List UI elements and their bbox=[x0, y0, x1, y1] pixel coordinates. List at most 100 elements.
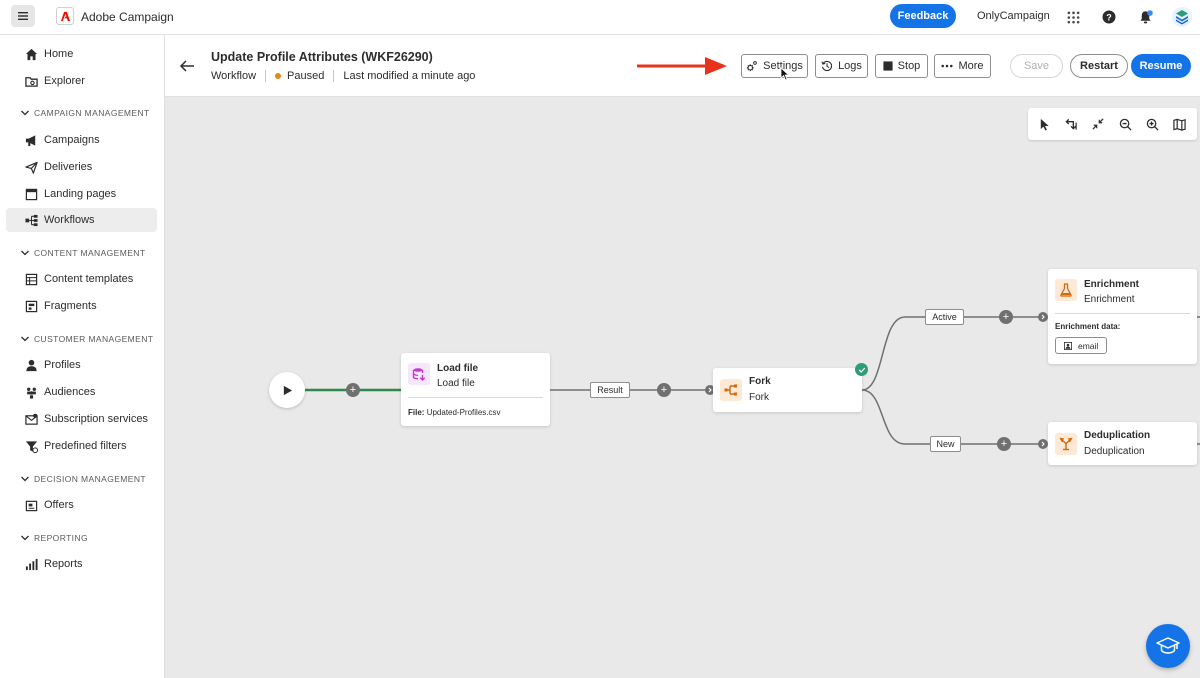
settings-button[interactable]: Settings bbox=[741, 54, 808, 78]
history-icon bbox=[821, 60, 833, 72]
result-transition-label[interactable]: Result bbox=[590, 382, 630, 398]
page-title: Update Profile Attributes (WKF26290) bbox=[211, 50, 433, 64]
mouse-cursor-icon bbox=[780, 67, 790, 81]
sidebar-item-audiences[interactable]: Audiences bbox=[6, 380, 157, 404]
node-subtitle: Deduplication bbox=[1084, 446, 1145, 457]
minimap-icon[interactable] bbox=[1171, 116, 1187, 132]
sidebar-item-label: Subscription services bbox=[44, 413, 148, 425]
resume-button[interactable]: Resume bbox=[1131, 54, 1191, 78]
sidebar: Home Explorer CAMPAIGN MANAGEMENT Campai… bbox=[0, 35, 165, 678]
last-modified: Last modified a minute ago bbox=[343, 70, 476, 82]
select-pointer-icon[interactable] bbox=[1036, 116, 1052, 132]
template-icon bbox=[24, 272, 38, 286]
sidebar-item-landing-pages[interactable]: Landing pages bbox=[6, 182, 157, 206]
stop-label: Stop bbox=[897, 60, 921, 72]
success-check-icon bbox=[855, 363, 868, 376]
app-title[interactable]: Adobe Campaign bbox=[81, 10, 174, 24]
home-icon bbox=[24, 47, 38, 61]
adobe-logo-icon[interactable] bbox=[56, 7, 74, 25]
help-icon[interactable]: ? bbox=[1099, 7, 1119, 27]
add-activity-button[interactable]: + bbox=[346, 383, 360, 397]
subscription-icon bbox=[24, 412, 38, 426]
restart-button[interactable]: Restart bbox=[1070, 54, 1128, 78]
status-dot bbox=[275, 73, 282, 79]
sidebar-item-label: Offers bbox=[44, 499, 74, 511]
deduplication-icon bbox=[1055, 433, 1077, 455]
zoom-in-icon[interactable] bbox=[1144, 116, 1160, 132]
add-activity-button[interactable]: + bbox=[997, 437, 1011, 451]
top-bar: Adobe Campaign Feedback OnlyCampaign ? bbox=[0, 0, 1200, 35]
new-transition-label[interactable]: New bbox=[930, 436, 961, 452]
chevron-down-icon bbox=[21, 336, 29, 342]
sidebar-item-reports[interactable]: Reports bbox=[6, 552, 157, 576]
feedback-button[interactable]: Feedback bbox=[890, 4, 956, 28]
section-decision-management[interactable]: DECISION MANAGEMENT bbox=[20, 474, 146, 484]
rearrange-icon[interactable] bbox=[1063, 116, 1079, 132]
add-activity-button[interactable]: + bbox=[657, 383, 671, 397]
logs-button[interactable]: Logs bbox=[815, 54, 868, 78]
sidebar-item-deliveries[interactable]: Deliveries bbox=[6, 155, 157, 179]
send-icon bbox=[24, 160, 38, 174]
play-icon bbox=[283, 385, 292, 395]
chevron-down-icon bbox=[21, 476, 29, 482]
learn-button[interactable] bbox=[1146, 624, 1190, 668]
sidebar-item-campaigns[interactable]: Campaigns bbox=[6, 128, 157, 152]
workflow-canvas[interactable]: + Load file Load file File: Updated-Prof… bbox=[165, 97, 1200, 678]
enrichment-chip[interactable]: email bbox=[1055, 337, 1108, 354]
section-content-management[interactable]: CONTENT MANAGEMENT bbox=[20, 248, 145, 258]
node-subtitle: Fork bbox=[749, 392, 769, 403]
save-button[interactable]: Save bbox=[1010, 54, 1063, 78]
section-campaign-management[interactable]: CAMPAIGN MANAGEMENT bbox=[20, 108, 150, 118]
menu-icon[interactable] bbox=[11, 5, 35, 27]
filter-icon bbox=[24, 439, 38, 453]
canvas-toolbar bbox=[1028, 108, 1197, 140]
notifications-bell-icon[interactable] bbox=[1135, 7, 1155, 27]
node-divider bbox=[1055, 313, 1190, 314]
file-name: Updated-Profiles.csv bbox=[426, 408, 501, 417]
audience-icon bbox=[24, 385, 38, 399]
stop-button[interactable]: Stop bbox=[875, 54, 928, 78]
user-avatar-icon[interactable] bbox=[1171, 6, 1193, 28]
fragment-icon bbox=[24, 299, 38, 313]
active-transition-label[interactable]: Active bbox=[925, 309, 964, 325]
sidebar-item-explorer[interactable]: Explorer bbox=[6, 69, 157, 93]
start-play-button[interactable] bbox=[269, 372, 305, 408]
load-file-node[interactable]: Load file Load file File: Updated-Profil… bbox=[401, 353, 550, 426]
sidebar-item-label: Explorer bbox=[44, 75, 85, 87]
sidebar-item-predefined-filters[interactable]: Predefined filters bbox=[6, 434, 157, 458]
org-switcher[interactable]: OnlyCampaign bbox=[977, 10, 1050, 22]
sidebar-item-subscription-services[interactable]: Subscription services bbox=[6, 407, 157, 431]
sidebar-item-home[interactable]: Home bbox=[6, 42, 157, 66]
sidebar-item-label: Campaigns bbox=[44, 134, 100, 146]
section-label: CAMPAIGN MANAGEMENT bbox=[34, 108, 150, 118]
more-button[interactable]: More bbox=[934, 54, 991, 78]
sidebar-item-label: Profiles bbox=[44, 359, 81, 371]
node-title: Deduplication bbox=[1084, 430, 1151, 441]
graduation-cap-icon bbox=[1156, 637, 1180, 654]
fork-node[interactable]: Fork Fork bbox=[713, 368, 862, 412]
apps-grid-icon[interactable] bbox=[1063, 7, 1083, 27]
sidebar-item-fragments[interactable]: Fragments bbox=[6, 294, 157, 318]
back-arrow-icon[interactable] bbox=[179, 58, 195, 74]
sidebar-item-workflows[interactable]: Workflows bbox=[6, 208, 157, 232]
load-file-icon bbox=[408, 363, 430, 385]
sidebar-item-profiles[interactable]: Profiles bbox=[6, 353, 157, 377]
annotation-arrow-icon bbox=[637, 57, 727, 75]
sidebar-item-offers[interactable]: Offers bbox=[6, 493, 157, 517]
node-title: Load file bbox=[437, 363, 479, 374]
connector-chevron-icon bbox=[1038, 439, 1048, 449]
zoom-out-icon[interactable] bbox=[1117, 116, 1133, 132]
file-label: File: bbox=[408, 408, 425, 417]
section-reporting[interactable]: REPORTING bbox=[20, 533, 88, 543]
add-activity-button[interactable]: + bbox=[999, 310, 1013, 324]
logs-label: Logs bbox=[838, 60, 862, 72]
sidebar-item-content-templates[interactable]: Content templates bbox=[6, 267, 157, 291]
section-customer-management[interactable]: CUSTOMER MANAGEMENT bbox=[20, 334, 153, 344]
svg-text:?: ? bbox=[1106, 13, 1112, 23]
section-label: CUSTOMER MANAGEMENT bbox=[34, 334, 154, 344]
collapse-icon[interactable] bbox=[1090, 116, 1106, 132]
sidebar-item-label: Content templates bbox=[44, 273, 134, 285]
deduplication-node[interactable]: Deduplication Deduplication bbox=[1048, 422, 1197, 465]
node-title: Enrichment bbox=[1084, 279, 1140, 290]
enrichment-node[interactable]: Enrichment Enrichment Enrichment data: e… bbox=[1048, 269, 1197, 364]
